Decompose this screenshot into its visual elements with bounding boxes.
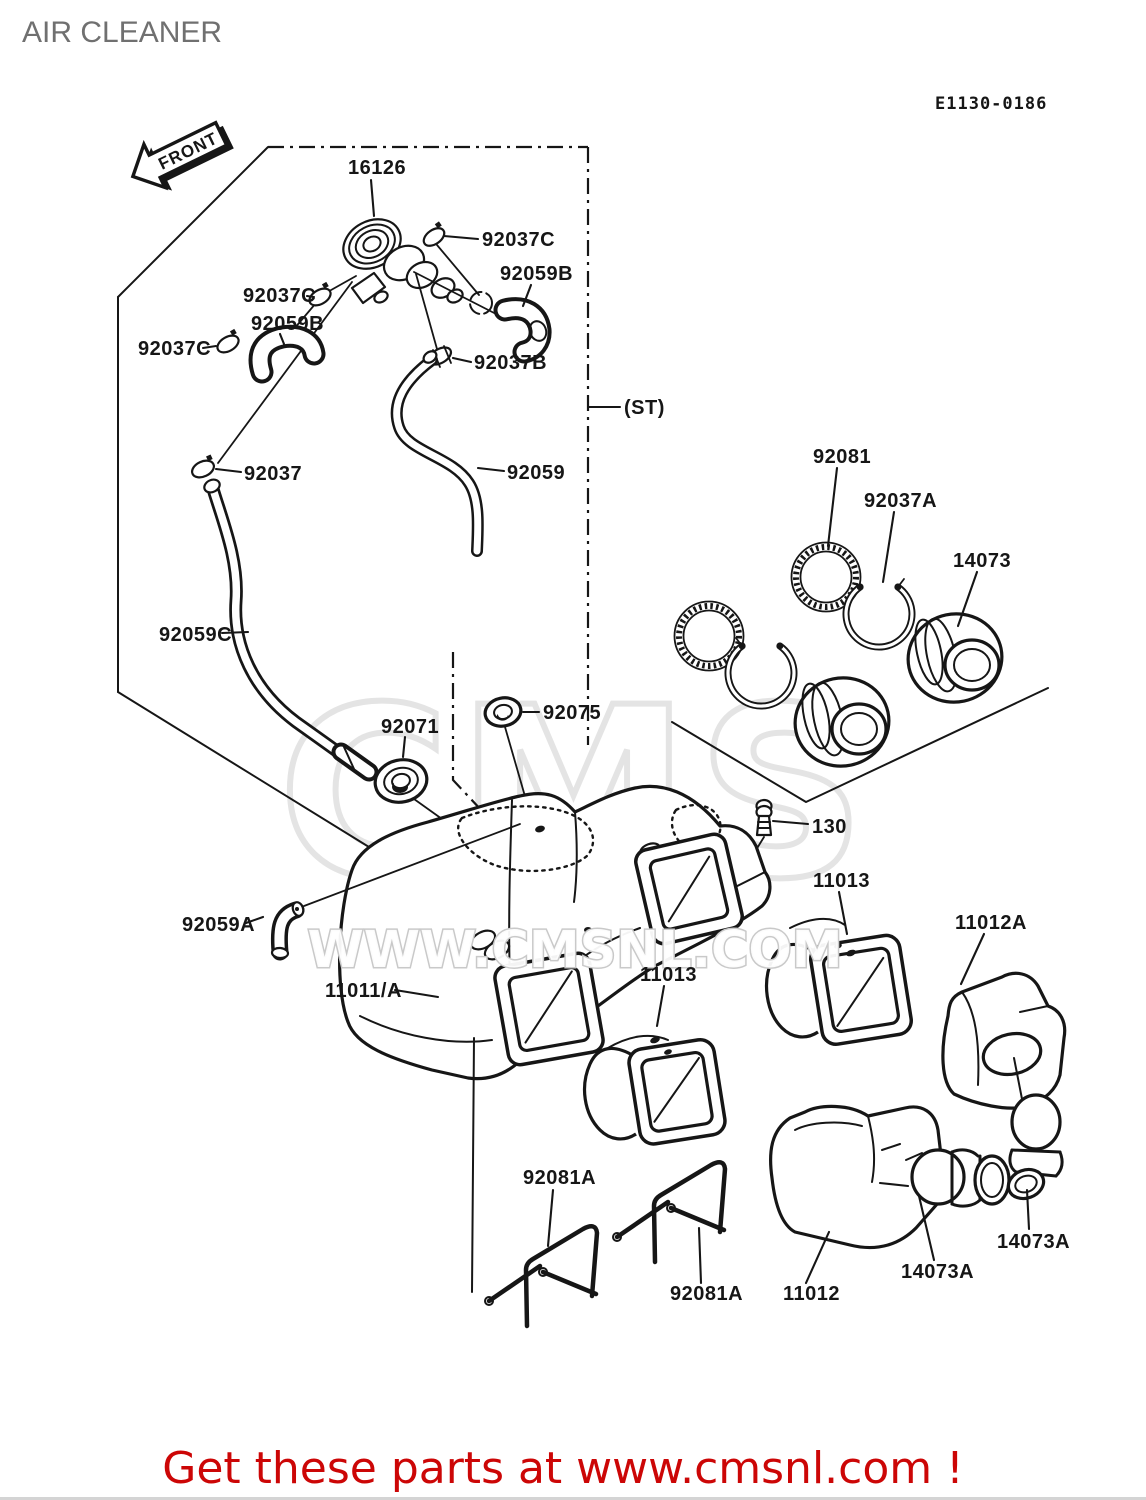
part-label-92037c-left[interactable]: 92037C	[243, 285, 316, 307]
part-clamp-92037c-far	[216, 328, 240, 354]
part-clamp-92037	[191, 454, 215, 479]
assembly-construction-lines	[217, 244, 501, 464]
part-ring-92081-front	[673, 600, 745, 672]
label-leader-lines	[201, 178, 1031, 1285]
part-label-92037a[interactable]: 92037A	[864, 490, 937, 512]
part-grommet-92075	[483, 696, 523, 728]
footer-promo-link[interactable]: Get these parts at www.cmsnl.com !	[162, 1443, 964, 1494]
part-label-92037c-right[interactable]: 92037C	[482, 229, 555, 251]
part-clamp-92037c-left	[308, 281, 332, 307]
part-elbow-14073a-right	[1006, 1093, 1064, 1201]
part-label-92059a[interactable]: 92059A	[182, 914, 255, 936]
part-grommet-92071	[373, 758, 429, 804]
part-label-11012a[interactable]: 11012A	[955, 912, 1027, 934]
clip-pointer-line	[471, 1037, 475, 1293]
group-boundary-lines	[117, 145, 1049, 879]
part-label-92037[interactable]: 92037	[244, 463, 302, 485]
part-label-92081[interactable]: 92081	[813, 446, 871, 468]
part-label-14073[interactable]: 14073	[953, 550, 1011, 572]
part-label-92059c[interactable]: 92059C	[159, 624, 232, 646]
part-joint-ring	[469, 291, 493, 315]
part-label-92059b-right[interactable]: 92059B	[500, 263, 573, 285]
bottom-edge-bar	[0, 1497, 1146, 1500]
part-hose-92059c	[203, 478, 379, 782]
part-housing-11011	[338, 784, 772, 1081]
part-label-11012[interactable]: 11012	[783, 1283, 840, 1305]
part-label-92071[interactable]: 92071	[381, 716, 439, 738]
part-band-92037a-front	[724, 637, 798, 710]
part-ring-92081-back	[790, 541, 862, 613]
part-valve-16126	[342, 218, 464, 305]
part-label-92081a-upper[interactable]: 92081A	[523, 1167, 596, 1189]
part-boot-14073-back	[906, 612, 1004, 704]
part-number-labels: 16126 92037C 92059B 92037C 92059B 92037C…	[138, 157, 1070, 1305]
part-label-11011[interactable]: 11011/A	[325, 980, 402, 1002]
watermark-url-text: WWW.CMSNL.COM	[308, 921, 843, 980]
part-label-14073a-right[interactable]: 14073A	[997, 1231, 1070, 1253]
front-badge-arrow	[130, 120, 229, 191]
part-label-92037c-far[interactable]: 92037C	[138, 338, 211, 360]
part-label-92059[interactable]: 92059	[507, 462, 565, 484]
part-elbow-92059a	[270, 823, 521, 961]
part-label-16126[interactable]: 16126	[348, 157, 406, 179]
part-label-130[interactable]: 130	[812, 816, 847, 838]
part-band-92037a-back	[842, 578, 916, 651]
part-clip-92081a-left	[484, 1224, 600, 1329]
variant-tag-st: (ST)	[624, 397, 665, 419]
part-elbow-92059b-right	[493, 297, 552, 364]
front-direction-badge: FRONT	[130, 120, 234, 191]
part-label-14073a-left[interactable]: 14073A	[901, 1261, 974, 1283]
part-elbow-14073a-left	[910, 1148, 1011, 1208]
diagram-code: E1130-0186	[935, 94, 1047, 114]
part-elbow-92059b-left	[248, 324, 326, 384]
part-cover-11012	[768, 1104, 950, 1250]
part-clip-92081a-right	[612, 1160, 728, 1265]
part-label-92059b-left[interactable]: 92059B	[251, 313, 324, 335]
part-clamp-92037c-right	[422, 221, 446, 247]
part-label-11013-upper[interactable]: 11013	[813, 870, 870, 892]
part-label-92075[interactable]: 92075	[543, 702, 601, 724]
part-duct-11013-lower	[582, 1034, 727, 1146]
part-boot-14073-front	[793, 676, 891, 768]
part-label-92037b[interactable]: 92037B	[474, 352, 547, 374]
part-hose-92059	[390, 350, 484, 557]
part-label-92081a-lower[interactable]: 92081A	[670, 1283, 743, 1305]
part-cover-11012a	[941, 971, 1067, 1141]
part-duct-11013-upper	[764, 917, 913, 1046]
part-label-11013-lower[interactable]: 11013	[640, 964, 697, 986]
page-title: AIR CLEANER	[22, 16, 222, 49]
